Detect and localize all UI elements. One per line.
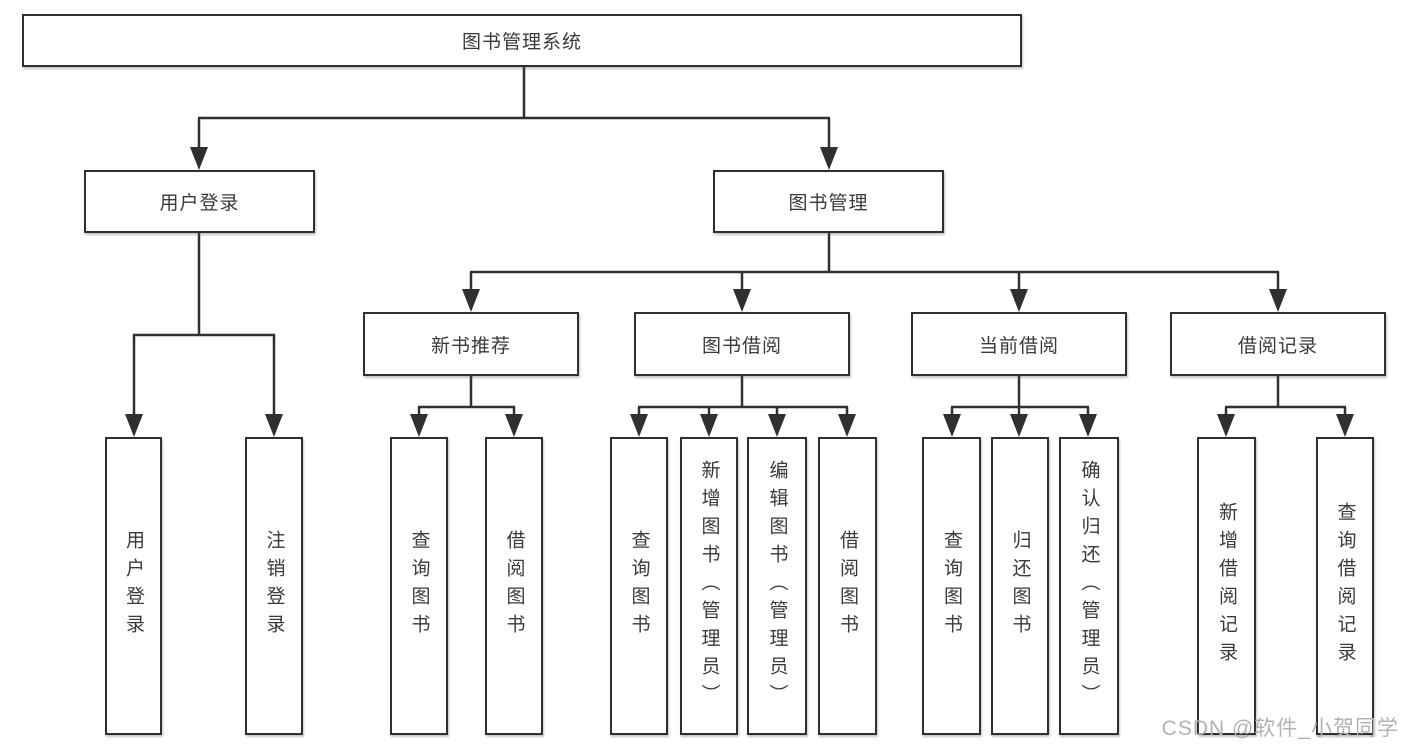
node-borrow-records-label: 借阅记录 bbox=[1237, 335, 1318, 357]
leaf-borrow-borrow-book-label: 借阅图书 bbox=[837, 530, 858, 642]
arrowhead-user-login bbox=[190, 147, 208, 170]
arrowhead-book-mgmt bbox=[820, 147, 838, 170]
leaf-add-borrow-record-label: 新增借阅记录 bbox=[1216, 502, 1237, 670]
node-book-management: 图书管理 bbox=[713, 170, 944, 233]
node-root-label: 图书管理系统 bbox=[461, 32, 582, 53]
leaf-logout: 注销登录 bbox=[245, 437, 303, 735]
leaf-current-return-book-label: 归还图书 bbox=[1009, 530, 1031, 642]
leaf-borrow-add-book-admin-label: 新增图书（管理员） bbox=[698, 460, 720, 712]
leaf-current-return-book: 归还图书 bbox=[991, 437, 1049, 735]
leaf-recommend-query-book: 查询图书 bbox=[390, 437, 448, 735]
node-book-borrow-label: 图书借阅 bbox=[701, 335, 782, 357]
node-current-borrow-label: 当前借阅 bbox=[978, 335, 1059, 357]
leaf-recommend-borrow-book: 借阅图书 bbox=[485, 437, 543, 735]
arrowhead-cur-borrow bbox=[1010, 289, 1028, 312]
leaf-borrow-query-book-label: 查询图书 bbox=[628, 530, 650, 642]
node-user-login: 用户登录 bbox=[84, 170, 315, 233]
leaf-current-query-book: 查询图书 bbox=[922, 437, 981, 735]
leaf-query-borrow-record-label: 查询借阅记录 bbox=[1334, 502, 1356, 670]
node-root-system: 图书管理系统 bbox=[22, 14, 1022, 67]
leaf-query-borrow-record: 查询借阅记录 bbox=[1316, 437, 1374, 735]
arrowhead-new-book bbox=[462, 289, 480, 312]
node-book-management-label: 图书管理 bbox=[788, 193, 869, 214]
node-book-borrow: 图书借阅 bbox=[634, 312, 850, 376]
node-new-book-recommend-label: 新书推荐 bbox=[430, 335, 511, 357]
leaf-borrow-edit-book-admin-label: 编辑图书（管理员） bbox=[766, 460, 788, 712]
csdn-watermark: CSDN @软件_小贺同学 bbox=[1161, 717, 1399, 740]
leaf-borrow-query-book: 查询图书 bbox=[610, 437, 668, 735]
leaf-user-login: 用户登录 bbox=[105, 437, 162, 735]
node-user-login-label: 用户登录 bbox=[159, 193, 240, 214]
arrowhead-logout bbox=[265, 414, 283, 437]
arrowhead-book-borrow bbox=[733, 289, 751, 312]
leaf-borrow-add-book-admin: 新增图书（管理员） bbox=[680, 437, 738, 735]
arrowhead-records bbox=[1269, 289, 1287, 312]
leaf-recommend-borrow-book-label: 借阅图书 bbox=[503, 530, 525, 642]
leaf-borrow-edit-book-admin: 编辑图书（管理员） bbox=[747, 437, 807, 735]
leaf-current-query-book-label: 查询图书 bbox=[941, 530, 962, 642]
leaf-borrow-borrow-book: 借阅图书 bbox=[818, 437, 877, 735]
leaf-logout-label: 注销登录 bbox=[263, 530, 285, 642]
leaf-user-login-label: 用户登录 bbox=[123, 530, 144, 642]
leaf-add-borrow-record: 新增借阅记录 bbox=[1197, 437, 1256, 735]
arrowhead-login bbox=[125, 414, 143, 437]
leaf-recommend-query-book-label: 查询图书 bbox=[408, 530, 430, 642]
node-current-borrow: 当前借阅 bbox=[911, 312, 1127, 376]
leaf-current-confirm-return-admin: 确认归还（管理员） bbox=[1059, 437, 1119, 735]
node-borrow-records: 借阅记录 bbox=[1170, 312, 1386, 376]
node-new-book-recommend: 新书推荐 bbox=[363, 312, 579, 376]
leaf-current-confirm-return-admin-label: 确认归还（管理员） bbox=[1078, 460, 1100, 712]
